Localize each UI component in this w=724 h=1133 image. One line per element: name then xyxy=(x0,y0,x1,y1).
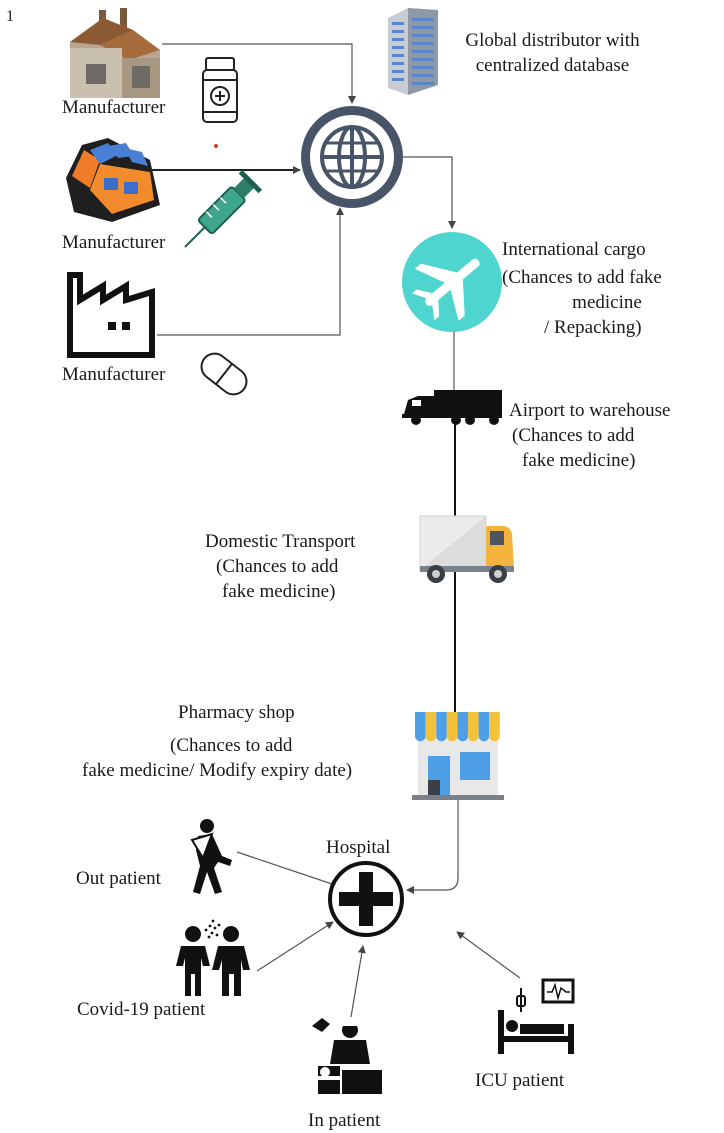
domestic-label: Domestic Transport (Chances to add fake … xyxy=(205,529,355,604)
manufacturer-label-3: Manufacturer xyxy=(62,364,166,385)
distributor-label-line2: centralized database xyxy=(475,55,630,76)
in-patient-label: In patient xyxy=(308,1110,381,1131)
pharmacy-label: Pharmacy shop (Chances to add fake medic… xyxy=(82,700,352,783)
truck-icon xyxy=(402,390,502,425)
house-factory-icon xyxy=(70,8,160,98)
globe-icon xyxy=(301,106,403,208)
cargo-label-line1: International cargo xyxy=(502,239,646,260)
domestic-label-line3: fake medicine) xyxy=(222,581,336,602)
icu-bed-icon xyxy=(498,978,575,1054)
icu-patient-label: ICU patient xyxy=(475,1070,565,1091)
cargo-label-line4: / Repacking) xyxy=(544,317,642,338)
figure-number: 1 xyxy=(6,8,14,25)
manufacturer-label-1: Manufacturer xyxy=(62,97,166,118)
sneezing-people-icon xyxy=(176,919,250,996)
delivery-truck-icon xyxy=(419,515,514,583)
airport-label-line3: fake medicine) xyxy=(522,450,636,471)
manufacturer-label-2: Manufacturer xyxy=(62,232,166,253)
domestic-label-line2: (Chances to add xyxy=(216,556,339,577)
airplane-icon xyxy=(402,232,502,332)
arrow-hub-to-cargo xyxy=(403,156,456,229)
cargo-label: International cargo (Chances to add fake… xyxy=(502,237,712,340)
distributor-label-line1: Global distributor with xyxy=(465,30,640,51)
medical-cross-icon xyxy=(328,861,404,937)
pharmacy-label-line3: fake medicine/ Modify expiry date) xyxy=(82,760,353,781)
out-patient-label: Out patient xyxy=(76,868,161,889)
injured-person-icon xyxy=(190,819,232,894)
colorful-factory-icon xyxy=(66,138,160,222)
pharmacy-label-line1: Pharmacy shop xyxy=(178,702,295,723)
pharmacy-label-line2: (Chances to add xyxy=(170,735,293,756)
arrow-manufacturer1-to-hub xyxy=(162,43,356,104)
cargo-label-line2: (Chances to add fake xyxy=(502,267,662,288)
shop-icon xyxy=(412,712,504,800)
airport-label-line2: (Chances to add xyxy=(512,425,635,446)
arrow-covid-to-hospital xyxy=(256,921,334,972)
arrow-inpatient-to-hospital xyxy=(350,945,366,1018)
arrow-manufacturer3-to-hub xyxy=(157,207,344,336)
doctor-patient-icon xyxy=(312,1018,382,1094)
arrow-outpatient-to-hospital xyxy=(236,851,339,888)
red-dot-mark xyxy=(214,144,218,148)
airport-label-line1: Airport to warehouse xyxy=(509,400,671,421)
capsule-icon xyxy=(200,352,248,396)
arrow-pharmacy-to-hospital xyxy=(406,800,459,894)
arrow-icu-to-hospital xyxy=(456,931,521,979)
hospital-label: Hospital xyxy=(326,837,391,858)
domestic-label-line1: Domestic Transport xyxy=(205,531,356,552)
covid-patient-label: Covid-19 patient xyxy=(77,999,206,1020)
cargo-label-line3: medicine xyxy=(572,292,642,313)
medicine-bottle-icon xyxy=(202,57,238,123)
syringe-icon xyxy=(184,169,263,248)
distributor-label: Global distributor with centralized data… xyxy=(440,28,665,78)
airport-label: Airport to warehouse (Chances to add fak… xyxy=(509,398,670,473)
database-building-icon xyxy=(388,8,438,95)
factory-outline-icon xyxy=(67,272,155,358)
